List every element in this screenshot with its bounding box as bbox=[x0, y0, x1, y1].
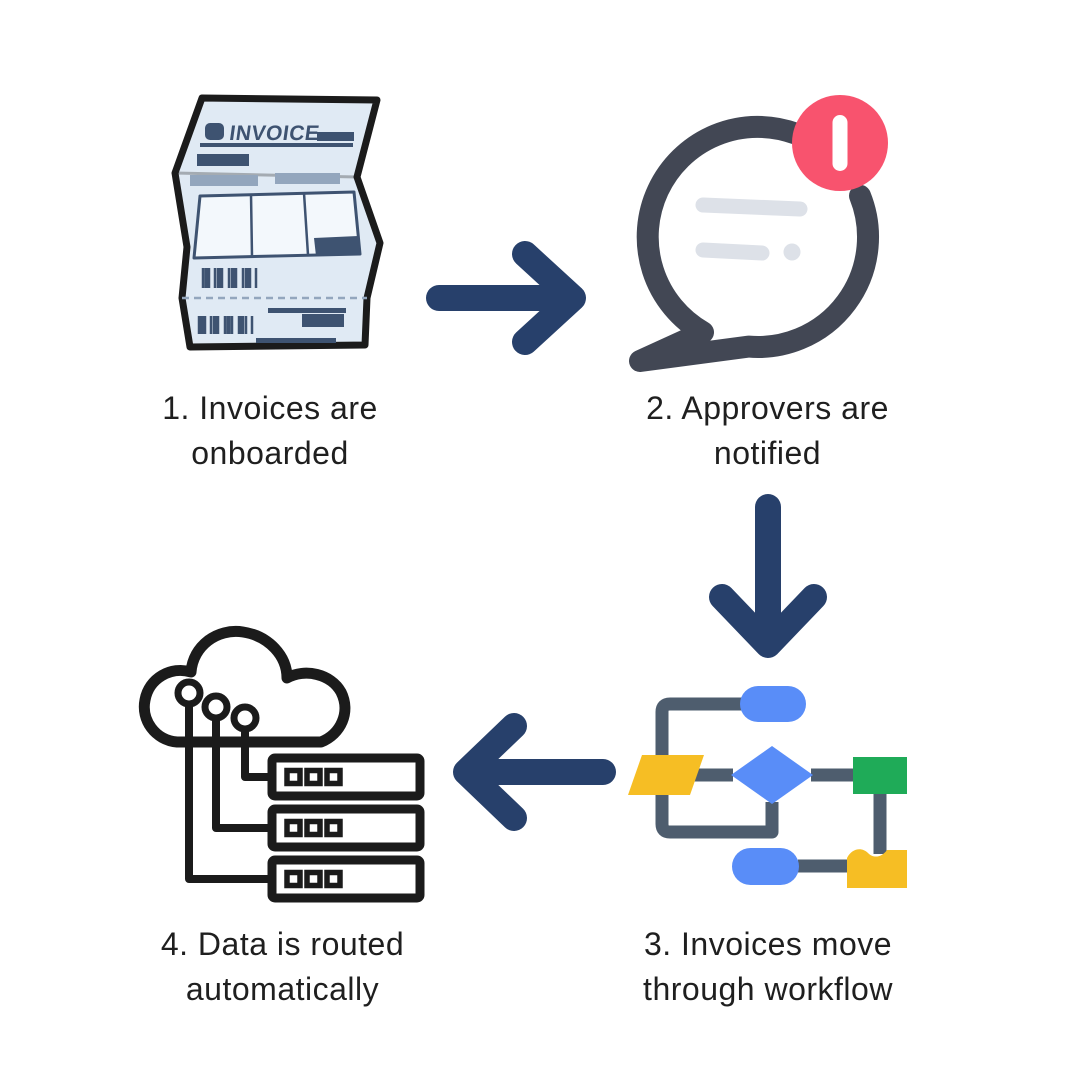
step-4-label-line-1: 4. Data is routed bbox=[160, 926, 405, 962]
step-1-label-line-2: onboarded bbox=[191, 435, 349, 471]
barcode-top-thick bbox=[204, 268, 250, 288]
message-text-lines bbox=[695, 197, 808, 261]
flow-connectors bbox=[655, 697, 887, 873]
stub-bar bbox=[302, 314, 344, 327]
flow-decision-node bbox=[731, 746, 813, 804]
total-cell bbox=[314, 236, 360, 256]
flowchart-icon bbox=[628, 686, 907, 888]
circuit-node-3 bbox=[230, 703, 260, 733]
address-bar bbox=[197, 154, 249, 166]
shade-bar-left bbox=[190, 175, 258, 186]
invoice-logo-mark bbox=[205, 123, 224, 140]
step-3-label-line-2: through workflow bbox=[643, 971, 893, 1007]
flow-process-node bbox=[853, 757, 907, 794]
circuit-lines bbox=[185, 704, 272, 883]
flow-start-node bbox=[740, 686, 806, 722]
flow-io-node bbox=[628, 755, 704, 795]
signature-rule bbox=[268, 308, 346, 313]
chat-notification-icon bbox=[629, 95, 888, 372]
barcode-top-thin bbox=[201, 268, 258, 288]
notification-count-mark bbox=[832, 115, 848, 171]
header-right-bar bbox=[317, 132, 354, 141]
step-3-label: 3. Invoices move through workflow bbox=[573, 922, 963, 1012]
message-text-dot bbox=[783, 243, 801, 261]
server-unit-3 bbox=[267, 855, 425, 903]
step-2-label: 2. Approvers are notified bbox=[585, 386, 950, 476]
stub-rule bbox=[256, 338, 336, 343]
arrow-left-icon bbox=[453, 713, 616, 831]
step-2-label-line-2: notified bbox=[713, 435, 822, 471]
server-drive-lights bbox=[284, 767, 343, 889]
shade-bar-right bbox=[275, 173, 340, 184]
step-1-label-line-1: 1. Invoices are bbox=[162, 390, 378, 426]
flow-document-node bbox=[847, 849, 907, 888]
flow-end-node bbox=[732, 848, 799, 885]
invoice-document-icon: INVOICE bbox=[171, 94, 384, 351]
table-column-lines bbox=[249, 192, 310, 257]
server-unit-2 bbox=[267, 804, 425, 852]
invoice-title-text: INVOICE bbox=[228, 122, 321, 145]
arrow-right-icon bbox=[426, 241, 586, 355]
step-1-label: 1. Invoices are onboarded bbox=[100, 386, 440, 476]
step-2-label-line-1: 2. Approvers are bbox=[646, 390, 889, 426]
barcode-bottom-thick bbox=[199, 316, 245, 334]
speech-bubble-outline bbox=[629, 115, 880, 372]
cloud-server-icon bbox=[138, 625, 425, 903]
server-rack bbox=[267, 753, 425, 903]
step-3-label-line-1: 3. Invoices move bbox=[643, 926, 893, 962]
circuit-node-2 bbox=[201, 692, 231, 722]
circuit-node-1 bbox=[174, 678, 204, 708]
arrow-down-icon bbox=[709, 494, 827, 658]
step-4-label-line-2: automatically bbox=[185, 971, 380, 1007]
header-rule bbox=[200, 143, 353, 147]
server-unit-1 bbox=[267, 753, 425, 801]
barcode-bottom-thin bbox=[197, 316, 254, 334]
step-4-label: 4. Data is routed automatically bbox=[110, 922, 455, 1012]
cloud-outline bbox=[138, 625, 351, 748]
